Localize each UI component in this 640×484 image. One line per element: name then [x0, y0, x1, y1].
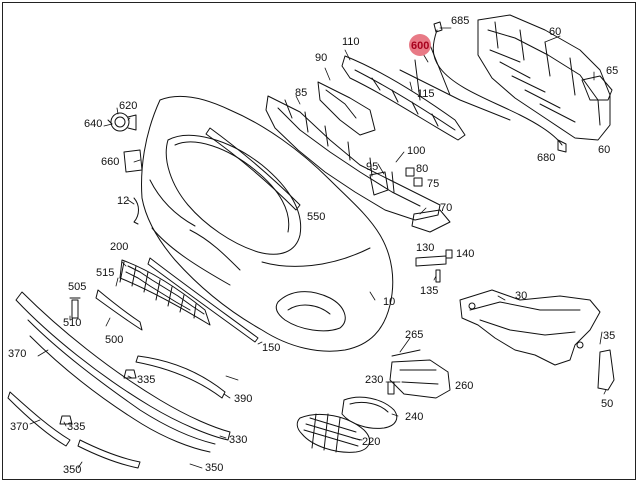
label-65: 65: [606, 65, 619, 77]
label-600: 600: [411, 40, 430, 52]
clip-80: [405, 167, 415, 177]
clip-335-b: [59, 415, 73, 425]
clip-335: [123, 369, 137, 379]
label-135: 135: [420, 285, 439, 297]
label-370-bottom: 370: [10, 421, 29, 433]
trim-350: [77, 439, 141, 469]
grille-opening: [165, 134, 302, 255]
module-660: [123, 149, 143, 173]
label-550: 550: [307, 211, 326, 223]
label-35: 35: [603, 330, 616, 342]
bolt-265: [391, 349, 421, 357]
label-505: 505: [68, 281, 87, 293]
bracket-500: [95, 289, 143, 331]
label-110: 110: [342, 36, 360, 48]
label-265: 265: [405, 329, 424, 341]
label-30: 30: [515, 290, 528, 302]
label-230: 230: [365, 374, 384, 386]
label-350-right: 350: [205, 462, 224, 474]
leader-lines: [29, 27, 607, 469]
label-640: 640: [84, 118, 103, 130]
label-130: 130: [416, 242, 435, 254]
strip-550: [205, 127, 301, 211]
label-60-right: 60: [598, 144, 611, 156]
fog-trim-240: [341, 396, 398, 429]
label-85: 85: [295, 87, 308, 99]
label-240: 240: [405, 411, 424, 423]
label-150: 150: [262, 342, 281, 354]
clip-12: [133, 197, 139, 225]
label-680: 680: [537, 152, 556, 164]
label-50: 50: [601, 398, 614, 410]
label-10: 10: [383, 296, 396, 308]
strip-150: [147, 257, 259, 343]
label-220: 220: [362, 436, 381, 448]
label-390: 390: [234, 393, 253, 405]
bumper-cover-10: [141, 95, 394, 352]
label-510: 510: [63, 317, 82, 329]
label-140: 140: [456, 248, 475, 260]
label-95: 95: [366, 161, 379, 173]
upper-carrier-90: [265, 81, 441, 221]
label-200: 200: [110, 241, 129, 253]
clip-75: [413, 177, 423, 187]
sensor-wire-600: [414, 21, 567, 153]
lower-grille-200: [119, 259, 211, 326]
strip-370: [7, 391, 71, 447]
label-90: 90: [315, 52, 328, 64]
label-350-left: 350: [63, 464, 82, 476]
label-100: 100: [407, 145, 426, 157]
bracket-50: [597, 349, 615, 391]
clip-140: [445, 249, 453, 259]
screw-505: [69, 297, 81, 319]
label-660: 660: [101, 156, 120, 168]
screw-135: [435, 269, 441, 283]
label-260: 260: [455, 380, 474, 392]
label-620: 620: [119, 100, 138, 112]
label-335-bottom: 335: [67, 421, 86, 433]
fog-grille-220: [296, 413, 371, 453]
highlight-marker-600: [409, 34, 431, 56]
label-500: 500: [105, 334, 124, 346]
label-515: 515: [96, 267, 115, 279]
label-70: 70: [440, 202, 453, 214]
impact-absorber-60: [477, 14, 611, 141]
fog-lamp-260: [389, 359, 451, 399]
label-60-top: 60: [549, 26, 562, 38]
label-330: 330: [229, 434, 248, 446]
label-12: 12: [117, 195, 130, 207]
upper-rail-110: [341, 55, 511, 141]
label-685: 685: [451, 15, 470, 27]
bracket-65: [581, 75, 613, 101]
spoiler-330: [15, 291, 231, 453]
bracket-70: [411, 209, 451, 233]
diagram-frame: [2, 2, 636, 480]
label-370-top: 370: [8, 348, 27, 360]
label-75: 75: [427, 178, 440, 190]
label-115: 115: [417, 88, 435, 100]
washer-620: [107, 112, 137, 132]
label-335-top: 335: [137, 374, 156, 386]
label-80: 80: [416, 163, 429, 175]
bracket-30: [459, 289, 601, 366]
bracket-130: [415, 255, 447, 267]
strip-390: [135, 355, 226, 399]
